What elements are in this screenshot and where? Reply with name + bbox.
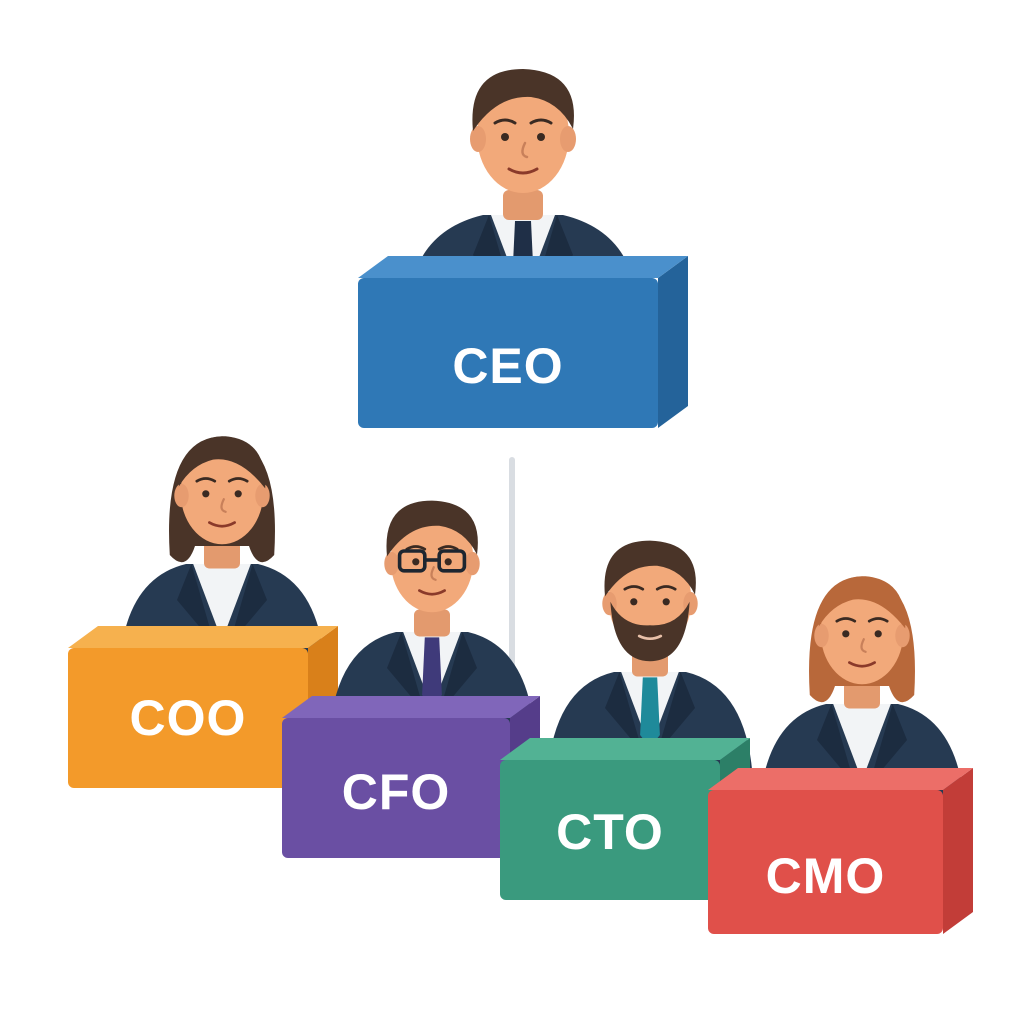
org-node-cmo: CMO (708, 576, 973, 934)
neck (844, 681, 880, 709)
box-top-face (500, 738, 750, 760)
eye-left (630, 598, 638, 606)
ear-right (895, 623, 910, 648)
box-top-face (708, 768, 973, 790)
box-side-face (658, 256, 688, 428)
box-front-face (500, 760, 720, 900)
role-label-coo: COO (130, 690, 247, 746)
role-box-ceo (358, 256, 688, 428)
nose (430, 566, 437, 581)
eye-right (537, 133, 545, 141)
necktie (422, 637, 442, 708)
role-label-cfo: CFO (342, 764, 451, 820)
mouth (637, 634, 663, 641)
nose (220, 498, 227, 513)
box-front-face (358, 278, 658, 428)
eye-left (842, 630, 850, 638)
box-front-face (68, 648, 308, 788)
ear-left (470, 126, 486, 152)
hair-top (386, 500, 478, 557)
hair-top (472, 69, 574, 131)
eye-right (874, 630, 882, 638)
ear-right (560, 126, 576, 152)
box-front-face (708, 790, 943, 934)
brow-right (437, 545, 459, 551)
brow-left (405, 545, 427, 551)
shirt (193, 564, 251, 641)
hair-top (178, 436, 266, 489)
eye-right (662, 598, 670, 606)
nose (860, 638, 867, 653)
box-side-face (943, 768, 973, 934)
mouth (507, 167, 539, 175)
box-front-face (282, 718, 510, 858)
neck (503, 190, 543, 220)
box-top-face (68, 626, 338, 648)
brow-left (493, 118, 517, 125)
role-label-cto: CTO (556, 804, 664, 860)
brow-right (655, 585, 677, 591)
ear-left (384, 551, 399, 576)
eye-right (234, 490, 242, 498)
role-label-cmo: CMO (766, 848, 886, 904)
ear-left (814, 623, 829, 648)
hair-top (604, 540, 696, 597)
box-top-face (282, 696, 540, 718)
mouth (208, 521, 236, 528)
brow-right (529, 118, 553, 125)
brow-right (227, 477, 249, 483)
nose (521, 141, 529, 159)
lapel-right (439, 632, 477, 713)
eye-left (412, 558, 420, 566)
role-box-cmo (708, 768, 973, 934)
neck (414, 609, 450, 637)
hair-top (818, 576, 906, 629)
lapel-right (657, 672, 695, 753)
ear-right (255, 483, 270, 508)
lapel-right (229, 564, 267, 645)
eye-left (501, 133, 509, 141)
org-node-ceo: CEO (358, 69, 688, 428)
eye-left (202, 490, 210, 498)
lapel-left (387, 632, 425, 713)
lapel-left (177, 564, 215, 645)
lapel-right (869, 704, 907, 785)
brow-left (195, 477, 217, 483)
mouth (418, 589, 446, 596)
org-node-cto: CTO (500, 540, 754, 900)
face (477, 77, 569, 193)
eye-right (444, 558, 452, 566)
mouth (848, 661, 876, 668)
box-top-face (358, 256, 688, 278)
neck (204, 541, 240, 569)
lapel-left (605, 672, 643, 753)
org-node-coo: COO (68, 436, 338, 788)
brow-left (835, 617, 857, 623)
necktie (640, 677, 660, 748)
lapel-left (817, 704, 855, 785)
ear-left (174, 483, 189, 508)
role-box-cfo (282, 696, 540, 858)
shirt (833, 704, 891, 781)
role-label-ceo: CEO (452, 338, 563, 394)
beard (610, 601, 690, 662)
brow-right (867, 617, 889, 623)
org-node-cfo: CFO (282, 500, 540, 858)
brow-left (623, 585, 645, 591)
ear-right (465, 551, 480, 576)
